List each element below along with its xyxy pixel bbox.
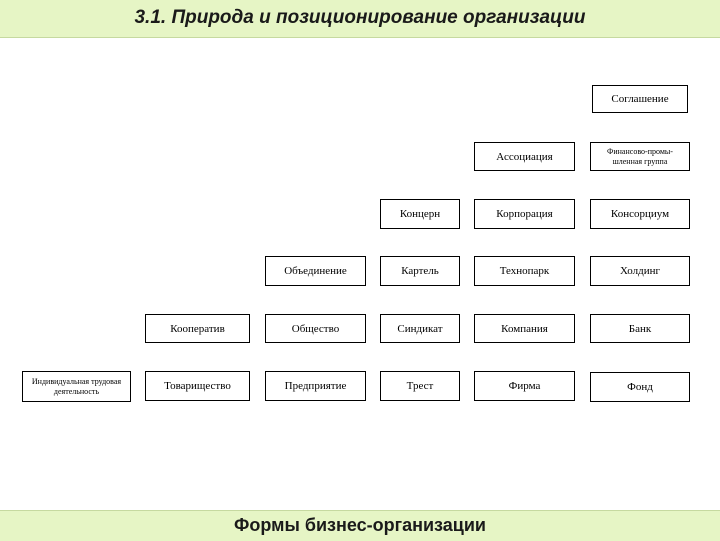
- box-obedinenie: Объединение: [265, 256, 366, 286]
- box-trest: Трест: [380, 371, 460, 401]
- box-soglashenie: Соглашение: [592, 85, 688, 113]
- box-kartel: Картель: [380, 256, 460, 286]
- box-obshchestvo: Общество: [265, 314, 366, 343]
- box-predpriyatie: Предприятие: [265, 371, 366, 401]
- box-koncern: Концерн: [380, 199, 460, 229]
- box-holding: Холдинг: [590, 256, 690, 286]
- box-korporaciya: Корпорация: [474, 199, 575, 229]
- box-bank: Банк: [590, 314, 690, 343]
- box-fpg: Финансово-промы-шленная группа: [590, 142, 690, 171]
- footer-bar: Формы бизнес-организации: [0, 510, 720, 541]
- box-firma: Фирма: [474, 371, 575, 401]
- page-title: 3.1. Природа и позиционирование организа…: [134, 7, 586, 28]
- box-associaciya: Ассоциация: [474, 142, 575, 171]
- box-sindikat: Синдикат: [380, 314, 460, 343]
- box-tehnopark: Технопарк: [474, 256, 575, 286]
- box-fond: Фонд: [590, 372, 690, 402]
- footer-title: Формы бизнес-организации: [234, 515, 486, 535]
- box-itd: Индивидуальная трудовая деятельность: [22, 371, 131, 402]
- box-kompaniya: Компания: [474, 314, 575, 343]
- box-tovarishchestvo: Товарищество: [145, 371, 250, 401]
- title-bar: 3.1. Природа и позиционирование организа…: [0, 0, 720, 38]
- box-kooperativ: Кооператив: [145, 314, 250, 343]
- box-konsorcium: Консорциум: [590, 199, 690, 229]
